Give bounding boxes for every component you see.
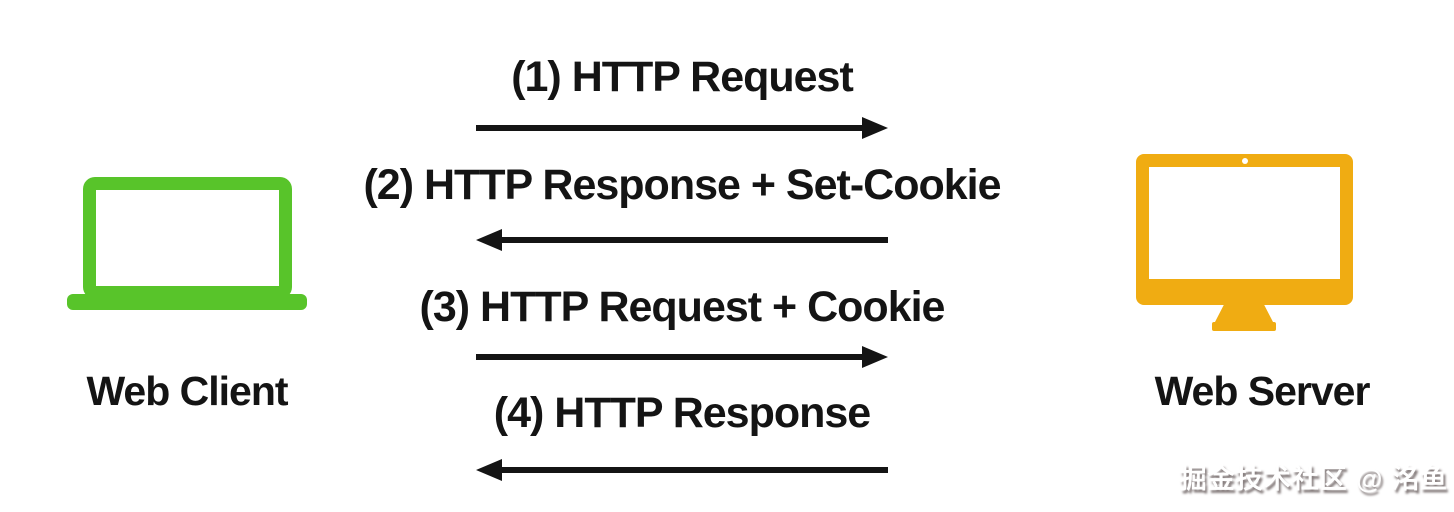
arrow-head <box>476 229 502 251</box>
arrow-right-icon <box>476 117 888 139</box>
web-client-label: Web Client <box>86 368 288 414</box>
arrow-shaft <box>476 354 866 360</box>
arrow-head <box>862 346 888 368</box>
monitor-stand-neck <box>1215 304 1273 322</box>
message-1-label: (1) HTTP Request <box>511 53 854 101</box>
message-3-label: (3) HTTP Request + Cookie <box>419 283 946 331</box>
arrow-shaft <box>498 467 888 473</box>
web-server-label: Web Server <box>1154 368 1371 414</box>
arrow-right-icon <box>476 346 888 368</box>
laptop-icon <box>67 177 307 310</box>
laptop-base <box>67 294 307 310</box>
arrow-left-icon <box>476 229 888 251</box>
arrow-head <box>476 459 502 481</box>
monitor-stand-base <box>1212 322 1276 331</box>
watermark-text: 掘金技术社区 @ 洺鱼 <box>1179 464 1448 494</box>
monitor-camera-dot <box>1241 158 1248 164</box>
monitor-icon <box>1136 154 1353 331</box>
monitor-screen <box>1136 154 1353 305</box>
message-sequence: (1) HTTP Request (2) HTTP Response + Set… <box>262 0 1102 512</box>
arrow-shaft <box>476 125 866 131</box>
laptop-screen <box>83 177 292 299</box>
message-2-label: (2) HTTP Response + Set-Cookie <box>363 161 1001 209</box>
arrow-head <box>862 117 888 139</box>
arrow-left-icon <box>476 459 888 481</box>
message-4-label: (4) HTTP Response <box>493 389 871 437</box>
arrow-shaft <box>498 237 888 243</box>
